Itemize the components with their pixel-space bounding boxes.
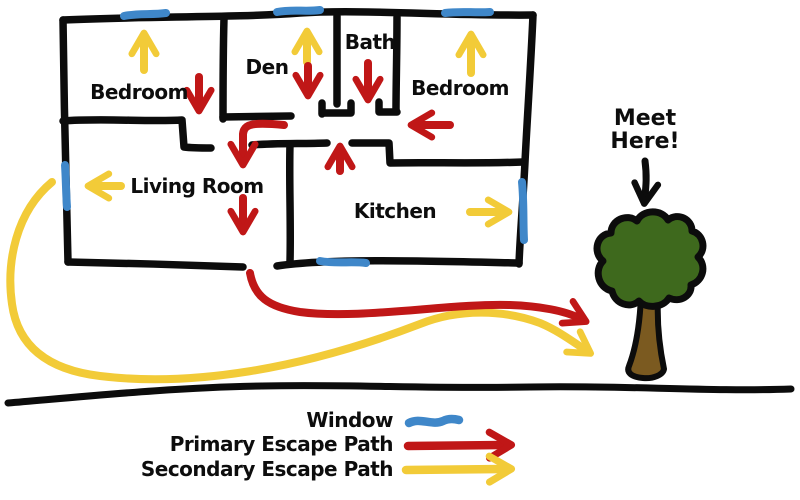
primary-escape-route	[246, 269, 590, 327]
wall-bottom-right	[273, 257, 523, 270]
legend-label-window: Window	[306, 408, 393, 432]
wall-bedroom1-bottom	[59, 116, 215, 152]
room-label-den: Den	[245, 55, 289, 79]
room-label-bedroom-right: Bedroom	[411, 76, 509, 100]
meeting-point-line2: Here!	[610, 129, 680, 154]
wall-livingroom-kitchen	[285, 140, 295, 266]
legend-primary-symbol	[403, 428, 516, 462]
window-bedroom2-top	[441, 8, 494, 17]
window-kitchen-right	[518, 178, 528, 244]
room-label-bath: Bath	[344, 30, 396, 54]
wall-bath-jambs	[318, 98, 401, 118]
legend-window-symbol	[404, 414, 464, 428]
window-den-top	[273, 6, 324, 16]
meet-here-arrow	[631, 157, 662, 207]
window-livingroom-left	[61, 161, 71, 211]
room-label-living-room: Living Room	[130, 174, 264, 198]
legend-secondary-symbol	[401, 452, 516, 486]
primary-escape-arrows	[183, 59, 590, 327]
floor-plan-walls	[59, 8, 537, 271]
window-bedroom1-top	[120, 9, 170, 20]
room-label-kitchen: Kitchen	[353, 199, 437, 223]
wall-bottom-left	[64, 258, 247, 271]
secondary-escape-arrows	[6, 27, 595, 384]
wall-bedroom1-den	[219, 14, 228, 123]
secondary-escape-route	[6, 178, 595, 384]
wall-left	[59, 16, 72, 266]
tree	[593, 208, 707, 382]
windows	[61, 6, 528, 267]
legend-symbols	[401, 414, 516, 486]
meeting-point-label: Meet Here!	[610, 107, 679, 153]
meeting-point-line1: Meet	[613, 105, 677, 131]
legend-label-secondary: Secondary Escape Path	[140, 457, 394, 481]
room-label-bedroom-left: Bedroom	[90, 80, 188, 104]
tree-canopy	[593, 208, 707, 310]
wall-hall-right	[348, 139, 527, 167]
ground-line	[4, 382, 795, 407]
tree-trunk	[625, 293, 667, 382]
wall-den-bottom	[219, 112, 295, 121]
window-livingroom-bottom	[316, 257, 370, 267]
wall-bath-bedroom2	[392, 13, 401, 114]
primary-arrow-hall-elbow	[227, 119, 288, 169]
legend-label-primary: Primary Escape Path	[169, 432, 394, 456]
